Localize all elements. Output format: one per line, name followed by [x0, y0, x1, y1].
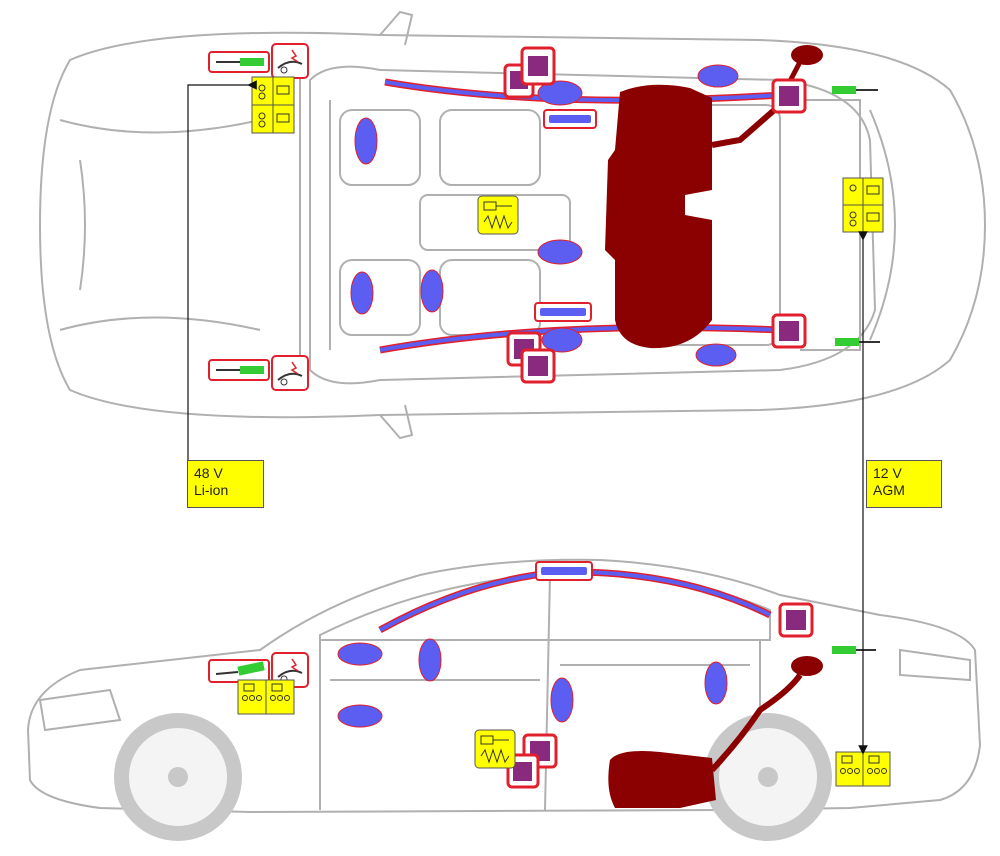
airbags-top — [350, 64, 739, 367]
control-unit-icon — [520, 348, 556, 384]
airbag — [418, 638, 442, 682]
gas-generator-side — [474, 729, 516, 769]
gas-strut-icon — [832, 646, 876, 654]
battery-48v-label: 48 V Li-ion — [187, 460, 264, 508]
airbag — [695, 343, 737, 367]
battery-48v-voltage: 48 V — [194, 465, 223, 481]
fuel-tank-top — [605, 45, 823, 349]
airbag — [337, 704, 383, 728]
rear-wheel — [704, 713, 832, 841]
gas-strut-icon — [208, 359, 270, 381]
gas-strut-icon — [832, 86, 878, 94]
airbag — [537, 80, 583, 106]
battery-48v-chemistry: Li-ion — [194, 482, 229, 498]
airbag — [337, 642, 383, 666]
battery-48v-top — [251, 76, 295, 134]
active-bonnet-side — [271, 652, 309, 688]
gas-generators-top — [534, 109, 597, 322]
battery-12v-label: 12 V AGM — [866, 460, 942, 508]
gas-struts-top — [208, 51, 880, 381]
control-units-side — [506, 602, 814, 789]
battery-icon — [842, 177, 884, 233]
control-unit-icon — [520, 46, 556, 86]
control-unit-icon — [771, 313, 807, 349]
active-bonnet-icon — [271, 43, 309, 79]
battery-icon — [835, 751, 891, 787]
battery-12v-side — [835, 751, 891, 787]
battery-12v-voltage: 12 V — [873, 465, 902, 481]
control-unit-icon — [506, 753, 540, 789]
gas-strut-icon — [208, 51, 270, 73]
airbag — [354, 117, 378, 165]
airbags-side — [337, 638, 728, 728]
airbag — [350, 271, 374, 315]
active-bonnet-icon — [271, 652, 309, 688]
control-units-top — [503, 46, 807, 384]
battery-12v-top — [842, 177, 884, 233]
control-unit-icon — [778, 602, 814, 638]
gas-strut-icon — [208, 659, 270, 683]
battery-12v-chemistry: AGM — [873, 482, 905, 498]
battery-48v-side — [237, 679, 295, 715]
active-bonnet-icon — [271, 355, 309, 391]
control-unit-icon — [771, 78, 807, 114]
gas-generator-icon — [474, 729, 516, 769]
airbag — [704, 661, 728, 705]
front-wheel — [114, 713, 242, 841]
battery-connectors — [187, 80, 868, 755]
curtain-airbag-side — [378, 561, 772, 634]
gas-strut-icon — [835, 338, 880, 346]
airbag — [420, 269, 444, 313]
gas-generator-icon — [477, 195, 519, 235]
airbag — [550, 677, 574, 723]
airbag — [541, 327, 583, 353]
gas-generator-top — [477, 195, 519, 235]
battery-icon — [251, 76, 295, 134]
gas-struts-side — [208, 646, 876, 683]
battery-icon — [237, 679, 295, 715]
airbag — [537, 239, 583, 265]
airbag — [697, 64, 739, 88]
fuel-tank-side — [608, 656, 823, 808]
